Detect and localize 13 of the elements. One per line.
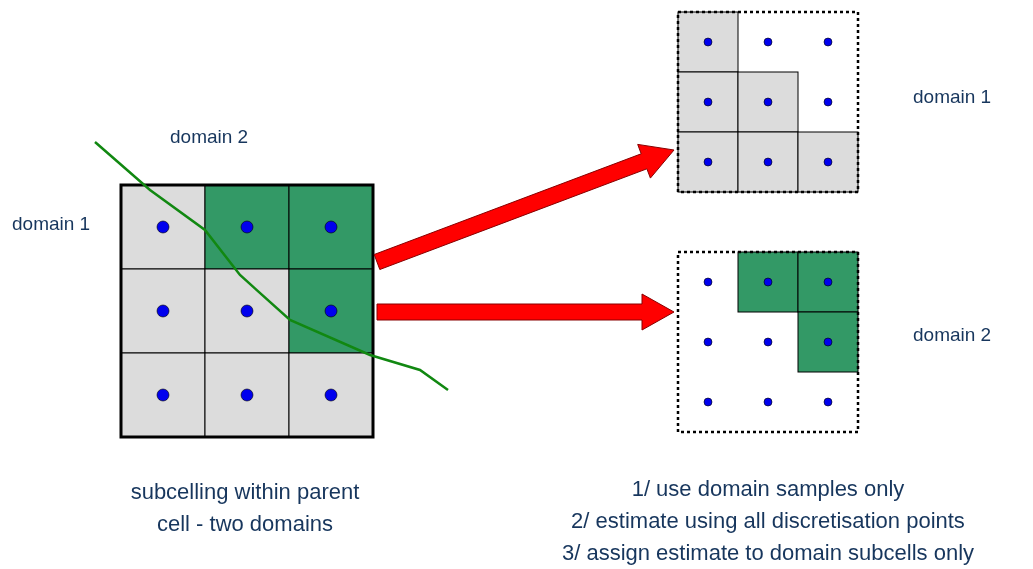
block-arrow — [376, 293, 675, 331]
domain-label: domain 1 — [12, 213, 91, 235]
cell-grid-drawing — [119, 183, 375, 439]
domain-label: domain 1 — [913, 86, 992, 108]
domain-label: domain 2 — [170, 126, 249, 148]
step-text: 2/ estimate using all discretisation points — [570, 508, 966, 534]
domain-label: domain 2 — [913, 324, 992, 346]
step-text: 3/ assign estimate to domain subcells only — [560, 540, 976, 566]
cell-grid-drawing — [676, 10, 860, 194]
label-text: subcelling within parent cell - two domains — [129, 478, 361, 538]
block-arrow — [373, 143, 675, 270]
step-text: 1/ use domain samples only — [630, 476, 906, 502]
cell-grid-drawing — [676, 250, 860, 434]
